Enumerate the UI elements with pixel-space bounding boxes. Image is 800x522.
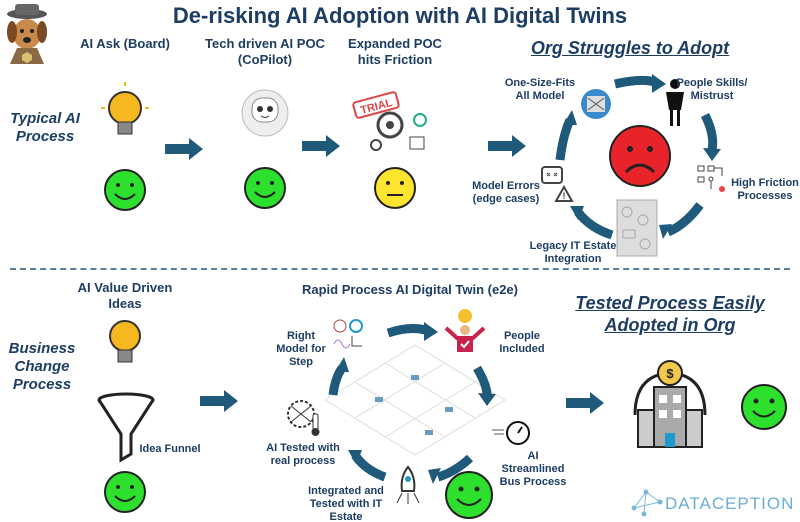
cycle-arrows	[555, 74, 721, 240]
happy-face-icon	[104, 169, 146, 211]
arrow-icon	[488, 135, 526, 157]
legacy-it-icon	[616, 199, 658, 257]
page-title: De-risking AI Adoption with AI Digital T…	[172, 3, 628, 28]
sad-face-icon	[609, 125, 671, 187]
happy-face-icon	[104, 471, 146, 513]
result-heading: Tested Process Easily Adopted in Org	[575, 293, 765, 335]
svg-text:!: !	[563, 191, 566, 201]
twin-item: People Included	[499, 330, 545, 356]
neural-globe-icon	[581, 89, 611, 119]
person-mistrust-icon	[666, 79, 684, 126]
cycle-item: Model Errors (edge cases)	[472, 180, 540, 206]
twin-item: AI Tested with real process	[266, 442, 340, 468]
detective-dog-icon	[7, 4, 47, 64]
happy-face-icon	[741, 384, 787, 430]
row-label-business: Business Change Process	[8, 340, 76, 393]
arrow-icon	[566, 392, 604, 414]
cycle-item: Legacy IT Estate Integration	[529, 240, 617, 266]
building-money-icon: $	[633, 360, 707, 448]
ideas-label: AI Value Driven Ideas	[77, 280, 173, 311]
neural-thermometer-icon	[287, 400, 320, 436]
arrow-icon	[302, 135, 340, 157]
trial-stamp-icon: TRIAL	[352, 91, 427, 151]
lightbulb-icon	[101, 82, 149, 135]
dataception-logo-text: DATACEPTION	[665, 494, 795, 513]
twin-heading: Rapid Process AI Digital Twin (e2e)	[302, 282, 518, 297]
happy-face-icon	[244, 167, 286, 209]
model-charts-icon	[333, 319, 363, 349]
step-label: Tech driven AI POC (CoPilot)	[205, 36, 325, 67]
section-divider	[10, 268, 790, 270]
step-label: Expanded POC hits Friction	[348, 36, 442, 67]
lightbulb-icon	[109, 320, 141, 363]
robot-icon	[241, 89, 289, 137]
funnel-label: Idea Funnel	[139, 443, 201, 455]
cycle-heading: Org Struggles to Adopt	[530, 38, 730, 58]
twin-item: Right Model for Step	[276, 330, 326, 369]
funnel-icon	[97, 392, 155, 463]
step-label: AI Ask (Board)	[80, 36, 170, 51]
arrow-icon	[200, 390, 238, 412]
twin-item: Integrated and Tested with IT Estate	[308, 485, 384, 522]
dataception-logo-icon	[631, 489, 663, 517]
arrow-icon	[165, 138, 203, 160]
process-flow-icon	[697, 165, 725, 192]
rocket-icon	[396, 465, 420, 504]
model-error-icon: !	[541, 166, 574, 202]
person-celebrating-icon	[444, 309, 486, 352]
row-label-typical: Typical AI Process	[10, 110, 80, 145]
neutral-face-icon	[374, 167, 416, 209]
twin-item: AI Streamlined Bus Process	[499, 450, 567, 489]
happy-face-icon	[445, 471, 493, 519]
cycle-item: People Skills/ Mistrust	[676, 77, 748, 103]
stopwatch-icon	[492, 421, 530, 445]
svg-text:$: $	[666, 366, 674, 381]
process-map-background	[324, 344, 506, 456]
cycle-item: High Friction Processes	[731, 177, 799, 203]
cycle-item: One-Size-Fits All Model	[504, 77, 576, 103]
